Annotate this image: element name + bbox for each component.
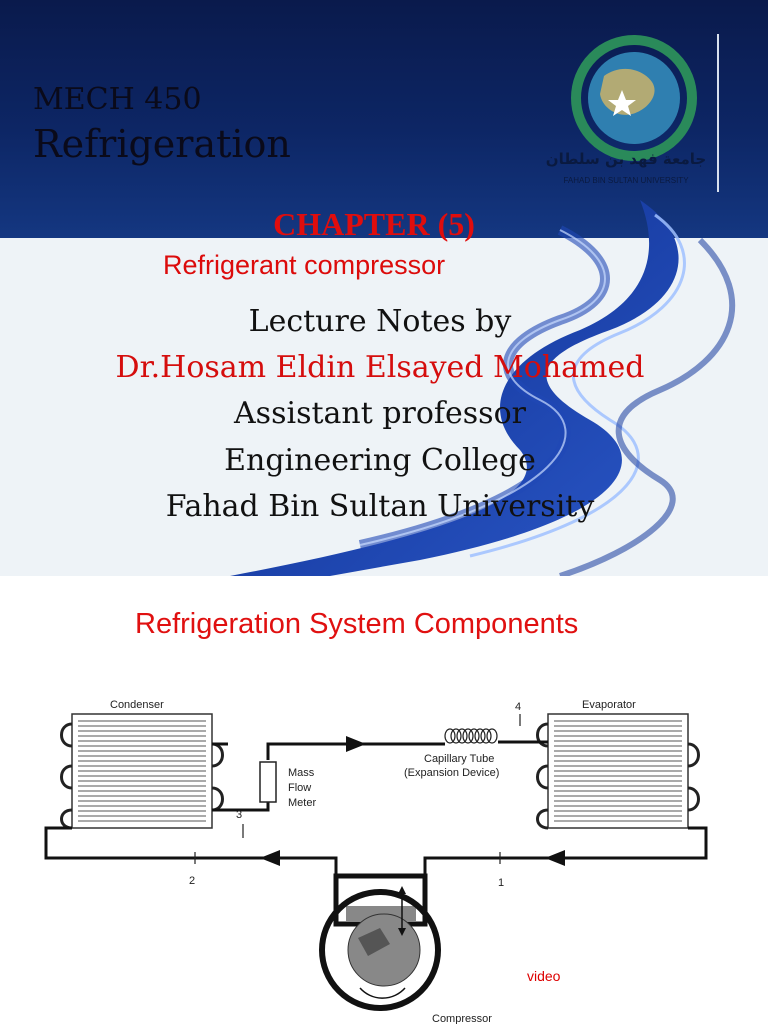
compressor bbox=[319, 873, 441, 1011]
label-point-4: 4 bbox=[515, 701, 521, 713]
refrigerant-piping bbox=[44, 740, 708, 876]
label-evaporator: Evaporator bbox=[582, 699, 636, 711]
university-logo-icon: جامعة فهد بن سلطان FAHAD BIN SULTAN UNIV… bbox=[546, 34, 719, 192]
mass-flow-meter bbox=[259, 761, 277, 803]
capillary-tube bbox=[444, 728, 498, 744]
svg-text:FAHAD BIN SULTAN UNIVERSITY: FAHAD BIN SULTAN UNIVERSITY bbox=[563, 176, 689, 185]
evaporator bbox=[536, 713, 700, 830]
label-point-1: 1 bbox=[498, 877, 504, 889]
video-link[interactable]: video bbox=[527, 968, 561, 984]
flow-arrow bbox=[545, 850, 565, 866]
components-slide: Refrigeration System Components bbox=[0, 576, 768, 1024]
label-point-2: 2 bbox=[189, 875, 195, 887]
decorative-swirl bbox=[230, 200, 736, 576]
label-point-3: 3 bbox=[236, 809, 242, 821]
university-name: Fahad Bin Sultan University bbox=[165, 489, 595, 524]
flow-arrow bbox=[346, 736, 366, 752]
label-meter: Meter bbox=[288, 797, 316, 809]
slide-title: Refrigeration System Components bbox=[135, 608, 579, 640]
label-expansion-device: (Expansion Device) bbox=[404, 767, 499, 779]
flow-arrow bbox=[260, 850, 280, 866]
label-compressor: Compressor bbox=[432, 1013, 492, 1024]
label-flow: Flow bbox=[288, 782, 311, 794]
course-code: MECH 450 bbox=[33, 82, 202, 117]
author-name: Dr.Hosam Eldin Elsayed Mohamed bbox=[115, 350, 645, 385]
course-title: Refrigeration bbox=[33, 122, 291, 166]
label-capillary-tube: Capillary Tube bbox=[424, 753, 494, 765]
refrigeration-cycle-diagram: Condenser Evaporator Mass Flow Meter Cap… bbox=[44, 699, 708, 1024]
svg-text:جامعة فهد بن سلطان: جامعة فهد بن سلطان bbox=[546, 150, 706, 168]
title-slide: MECH 450 Refrigeration جامعة فهد بن سلطا… bbox=[0, 0, 768, 576]
label-condenser: Condenser bbox=[110, 699, 164, 711]
condenser bbox=[60, 713, 224, 830]
author-title: Assistant professor bbox=[234, 396, 526, 431]
chapter-heading: CHAPTER (5) bbox=[273, 206, 475, 242]
chapter-subtitle: Refrigerant compressor bbox=[163, 250, 446, 280]
label-mass: Mass bbox=[288, 767, 315, 779]
lecture-notes-line: Lecture Notes by bbox=[248, 304, 512, 339]
college-name: Engineering College bbox=[224, 443, 536, 478]
